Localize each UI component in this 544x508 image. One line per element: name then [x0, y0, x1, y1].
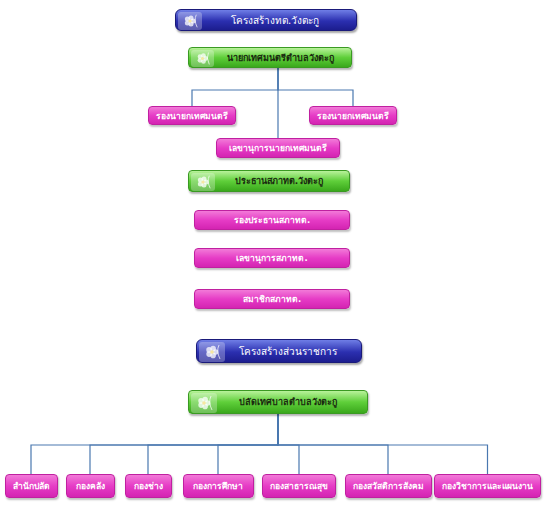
box-label: ปลัดเทศบาลตำบลวังตะกู [239, 395, 337, 409]
box-label: โครงสร้างส่วนราชการ [239, 344, 337, 359]
org-connector [278, 414, 488, 474]
org-connector [278, 68, 353, 106]
org-connector [277, 68, 278, 138]
box-label: สมาชิกสภาทต. [243, 292, 301, 306]
box-label: กองสาธารณสุข [270, 479, 328, 493]
position-box: กองการศึกษา [183, 474, 254, 498]
position-box: รองประธานสภาทต. [194, 210, 350, 230]
box-label: กองสวัสดิการสังคม [353, 479, 424, 493]
position-box: กองช่าง [125, 474, 172, 498]
box-label: นายกเทศมนตรีตำบลวังตะกู [227, 51, 334, 65]
flower-icon [191, 393, 217, 413]
box-label: กองวิชาการและแผนงาน [442, 479, 533, 493]
org-connector [278, 414, 299, 474]
position-box: กองสวัสดิการสังคม [345, 474, 432, 498]
box-label: กองการศึกษา [193, 479, 243, 493]
position-box: กองคลัง [66, 474, 115, 498]
position-box: เลขานุการนายกเทศมนตรี [216, 138, 340, 158]
org-connector [90, 414, 278, 474]
leader-box: นายกเทศมนตรีตำบลวังตะกู [188, 47, 352, 68]
box-label: สำนักปลัด [13, 479, 50, 493]
org-connector [278, 414, 388, 474]
heading-band: โครงสร้างส่วนราชการ [196, 339, 362, 363]
org-connector [148, 414, 278, 474]
box-label: ประธานสภาทต.วังตะกู [235, 174, 323, 188]
box-label: เลขานุการสภาทต. [236, 251, 307, 265]
position-box: เลขานุการสภาทต. [194, 248, 350, 268]
box-label: รองประธานสภาทต. [234, 213, 310, 227]
position-box: สำนักปลัด [5, 474, 58, 498]
box-label: รองนายกเทศมนตรี [156, 109, 228, 123]
box-label: โครงสร้างทต.วังตะกู [231, 13, 319, 28]
box-label: กองคลัง [76, 479, 105, 493]
flower-icon [199, 342, 225, 362]
position-box: กองวิชาการและแผนงาน [434, 474, 541, 498]
box-label: รองนายกเทศมนตรี [317, 109, 389, 123]
org-connector [192, 68, 278, 106]
flower-icon [191, 50, 214, 67]
leader-box: ประธานสภาทต.วังตะกู [188, 170, 350, 192]
position-box: รองนายกเทศมนตรี [309, 106, 397, 125]
heading-band: โครงสร้างทต.วังตะกู [175, 9, 357, 31]
box-label: กองช่าง [134, 479, 163, 493]
position-box: สมาชิกสภาทต. [194, 289, 350, 309]
org-connector [218, 414, 278, 474]
leader-box: ปลัดเทศบาลตำบลวังตะกู [188, 390, 368, 414]
position-box: กองสาธารณสุข [262, 474, 336, 498]
org-connector [31, 414, 278, 474]
flower-icon [191, 173, 215, 191]
position-box: รองนายกเทศมนตรี [148, 106, 236, 125]
box-label: เลขานุการนายกเทศมนตรี [229, 141, 327, 155]
flower-icon [178, 12, 202, 30]
